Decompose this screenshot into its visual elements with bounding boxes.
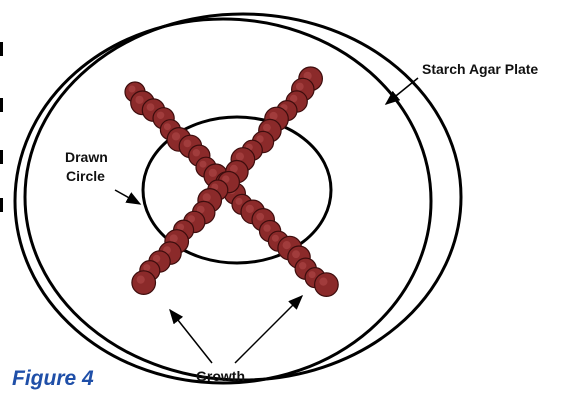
plate-label: Starch Agar Plate xyxy=(422,61,538,77)
growth-arrow-right xyxy=(235,296,302,363)
growth-colony-highlight xyxy=(193,149,200,156)
growth-colony-highlight xyxy=(246,205,254,213)
growth-arrow-left xyxy=(170,310,212,363)
growth-colony-highlight xyxy=(184,140,192,148)
drawn-circle-label-line1: Drawn xyxy=(65,149,108,165)
growth-colony-highlight xyxy=(263,224,270,231)
growth-colony-highlight xyxy=(203,193,211,201)
growth-colony-highlight xyxy=(209,169,217,177)
drawn-circle-label-line2: Circle xyxy=(66,168,105,184)
figure-caption: Figure 4 xyxy=(12,367,94,390)
growth-colony-highlight xyxy=(157,112,164,119)
plate-inner-rim xyxy=(15,19,431,383)
growth-label: Growth xyxy=(196,368,245,384)
growth-colony-highlight xyxy=(137,276,145,284)
growth-colony-highlight xyxy=(296,83,304,91)
growth-colony-highlight xyxy=(263,124,271,132)
growth-colony-highlight xyxy=(256,213,264,221)
circle-label-arrow xyxy=(115,190,140,204)
growth-colony xyxy=(132,271,156,295)
growth-colony-highlight xyxy=(129,86,136,93)
growth-colony-highlight xyxy=(172,132,180,140)
growth-colony-highlight xyxy=(135,96,143,104)
growth-colony-highlight xyxy=(200,161,207,168)
growth-colony-highlight xyxy=(283,241,291,249)
growth-colony-highlight xyxy=(236,152,244,160)
growth-colony-highlight xyxy=(147,103,155,111)
growth-colony-highlight xyxy=(272,235,279,242)
cropped-text-fragment xyxy=(0,98,3,112)
growth-colony-highlight xyxy=(143,264,150,271)
cropped-text-fragment xyxy=(0,150,3,164)
plate-label-arrow xyxy=(386,78,418,104)
growth-colony-highlight xyxy=(292,250,300,258)
growth-colony-highlight xyxy=(236,198,243,205)
growth-colony-highlight xyxy=(299,262,306,269)
growth-colony-highlight xyxy=(319,278,327,286)
cropped-text-fragment xyxy=(0,198,3,212)
growth-colony-highlight xyxy=(309,271,316,278)
growth-colony xyxy=(315,273,339,297)
growth-colony-highlight xyxy=(164,123,171,130)
cropped-text-fragment xyxy=(0,42,3,56)
